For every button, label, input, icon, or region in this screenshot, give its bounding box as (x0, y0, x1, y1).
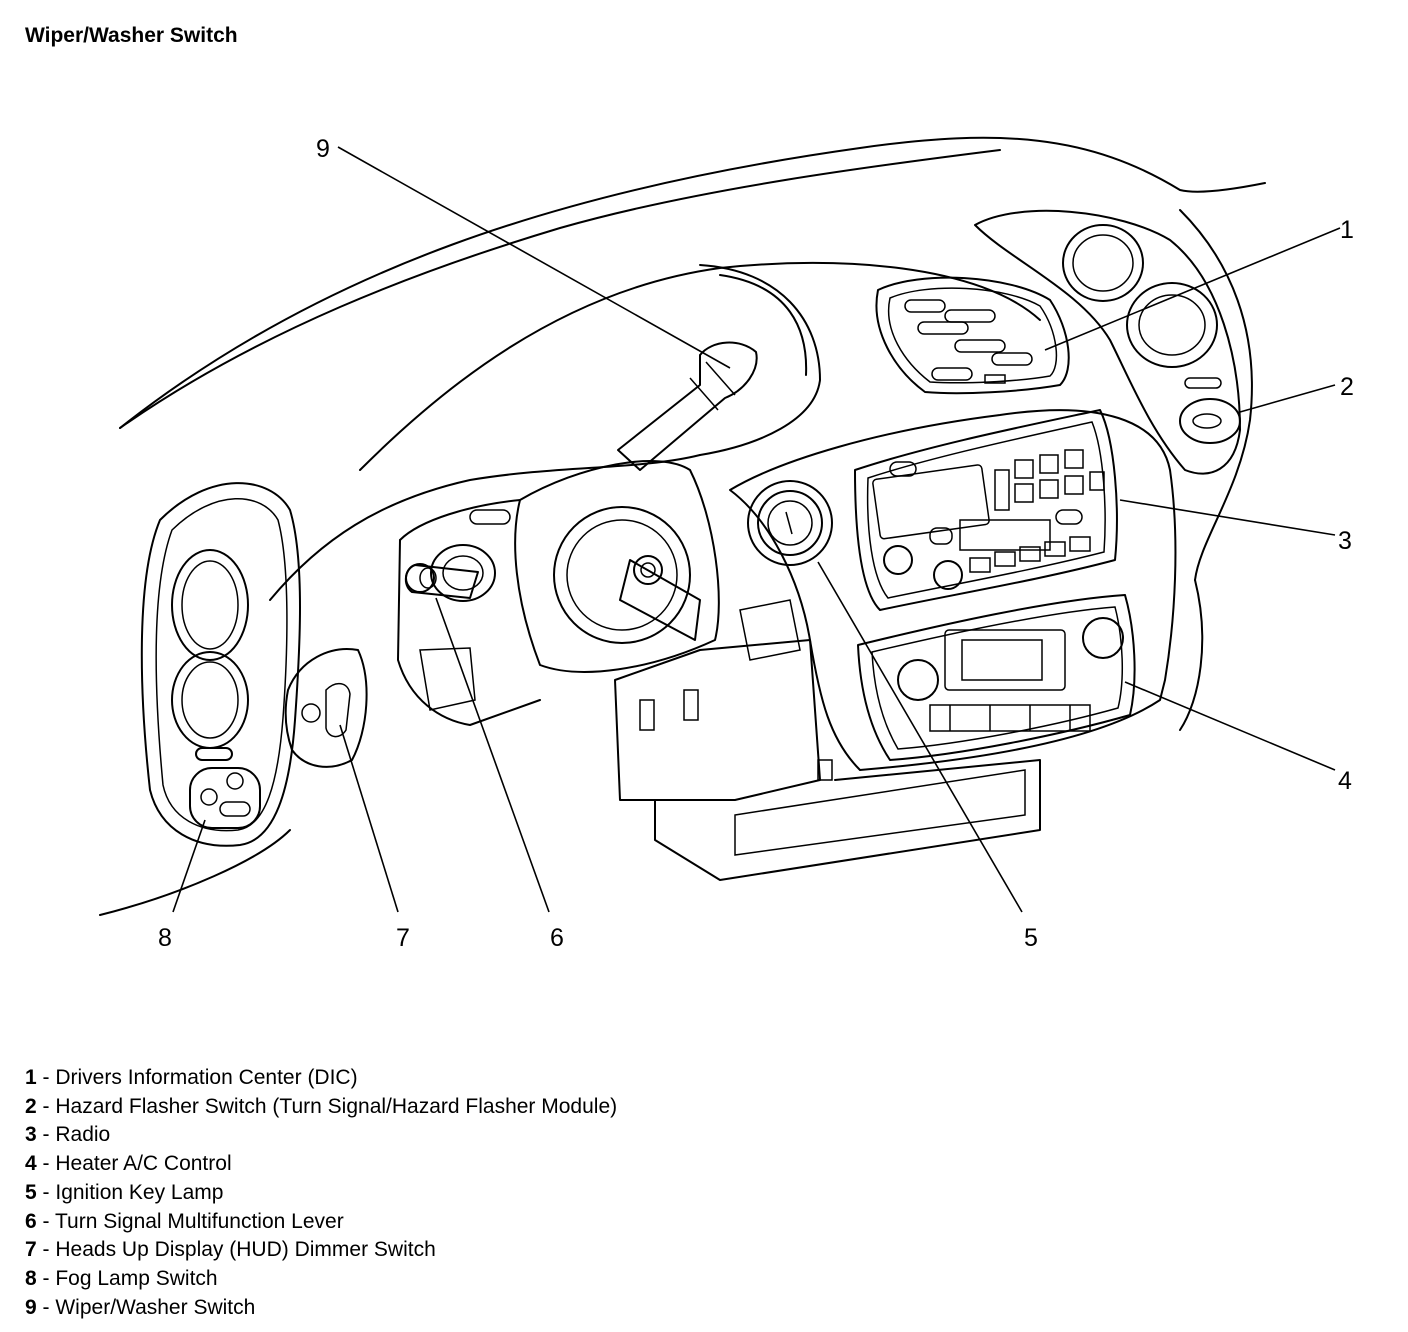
legend-number: 2 (25, 1094, 37, 1118)
legend-text: Fog Lamp Switch (55, 1266, 218, 1290)
legend-number: 8 (25, 1266, 37, 1290)
leader-7 (339, 724, 399, 913)
diagram-title: Wiper/Washer Switch (25, 24, 238, 47)
legend-item: 1 - Drivers Information Center (DIC) (25, 1064, 617, 1093)
legend-number: 4 (25, 1152, 37, 1176)
legend-item: 6 - Turn Signal Multifunction Lever (25, 1208, 617, 1237)
wiper-lever (617, 341, 758, 471)
dashboard-diagram: 1 2 3 4 5 6 7 8 9 (99, 135, 1354, 952)
legend-item: 7 - Heads Up Display (HUD) Dimmer Switch (25, 1236, 617, 1265)
legend-text: Drivers Information Center (DIC) (55, 1066, 358, 1089)
hud-dimmer-pod (284, 648, 368, 768)
legend-item: 3 - Radio (25, 1121, 617, 1150)
callout-8: 8 (158, 924, 172, 952)
ignition (747, 480, 833, 566)
dic-panel (875, 276, 1070, 395)
legend-item: 2 - Hazard Flasher Switch (Turn Signal/H… (25, 1093, 617, 1122)
legend-number: 1 (25, 1066, 37, 1089)
legend-text: Heater A/C Control (55, 1152, 232, 1176)
legend-separator: - (36, 1180, 56, 1204)
legend-separator: - (36, 1152, 56, 1176)
legend-item: 5 - Ignition Key Lamp (25, 1179, 617, 1208)
legend-text: Turn Signal Multifunction Lever (54, 1209, 344, 1233)
left-vent-pod (140, 482, 301, 847)
legend-separator: - (36, 1266, 56, 1290)
callout-labels: 1 2 3 4 5 6 7 8 9 (158, 135, 1354, 952)
radio-unit (729, 409, 1177, 771)
callout-7: 7 (396, 924, 410, 952)
legend-text: Heads Up Display (HUD) Dimmer Switch (55, 1238, 436, 1262)
legend-text: Radio (55, 1123, 111, 1147)
turn-signal-lever (404, 544, 496, 602)
leader-1 (1044, 227, 1341, 351)
legend-separator: - (36, 1238, 56, 1262)
legend-number: 7 (25, 1238, 37, 1262)
legend-text: Wiper/Washer Switch (55, 1295, 256, 1319)
legend-list: 1 - Drivers Information Center (DIC) 2 -… (25, 1064, 617, 1322)
legend-item: 8 - Fog Lamp Switch (25, 1265, 617, 1294)
legend-number: 9 (25, 1295, 37, 1319)
callout-9: 9 (316, 135, 330, 163)
legend-text: Ignition Key Lamp (55, 1180, 224, 1204)
leader-5 (817, 561, 1023, 913)
right-vent-pod (974, 209, 1241, 475)
leader-9 (337, 146, 731, 369)
leader-4 (1124, 681, 1336, 771)
callout-5: 5 (1024, 924, 1038, 952)
leader-6 (435, 597, 550, 913)
dashboard-outline (99, 136, 1266, 916)
callout-6: 6 (550, 924, 564, 952)
callout-3: 3 (1338, 527, 1352, 555)
leader-2 (1239, 384, 1336, 413)
legend-separator: - (36, 1295, 56, 1319)
legend-text: Hazard Flasher Switch (Turn Signal/Hazar… (55, 1094, 618, 1118)
lower-module (614, 599, 1041, 881)
callout-4: 4 (1338, 767, 1352, 795)
legend-separator: - (36, 1123, 56, 1147)
legend-item: 9 - Wiper/Washer Switch (25, 1294, 617, 1323)
callout-2: 2 (1340, 373, 1354, 401)
legend-separator: - (36, 1209, 55, 1233)
legend-number: 3 (25, 1123, 37, 1147)
legend-number: 6 (25, 1209, 37, 1233)
legend-item: 4 - Heater A/C Control (25, 1150, 617, 1179)
legend-separator: - (36, 1094, 56, 1118)
callout-1: 1 (1340, 216, 1354, 244)
steering-column (397, 460, 720, 726)
leader-3 (1119, 499, 1336, 536)
leader-8 (172, 819, 206, 913)
legend-separator: - (36, 1066, 56, 1089)
leader-lines (172, 146, 1341, 913)
heater-ac-control (857, 594, 1136, 761)
legend-number: 5 (25, 1180, 37, 1204)
